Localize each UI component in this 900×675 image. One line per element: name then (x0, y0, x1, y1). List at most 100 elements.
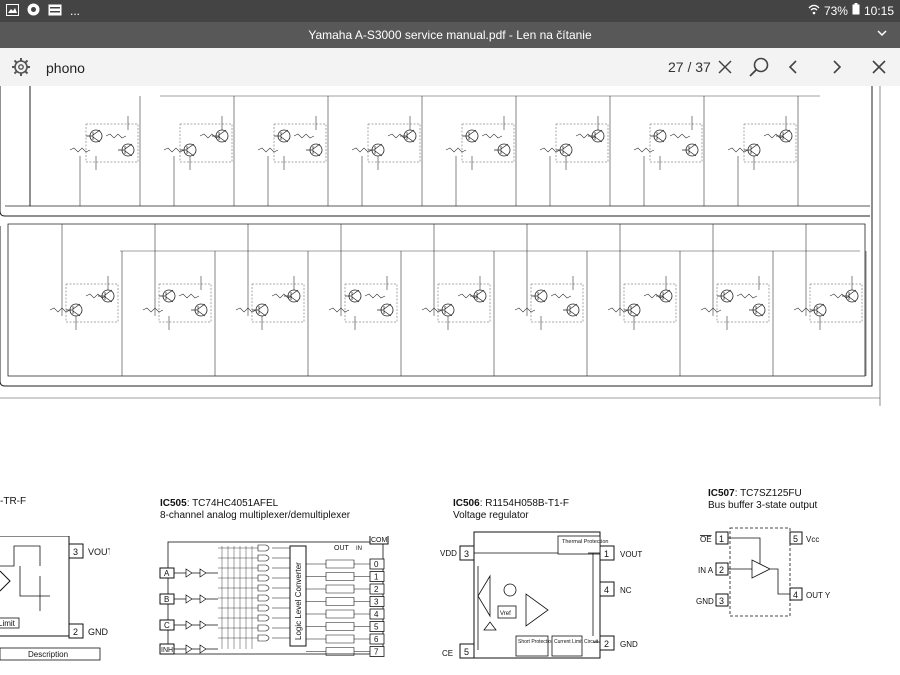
ic507-title: IC507: TC7SZ125FU (708, 488, 802, 499)
ic506-ce-label: CE (442, 649, 453, 658)
limit-label: Limit (0, 619, 16, 628)
keyboard-icon (48, 4, 62, 19)
ic505-channel-pin: 3 (374, 598, 379, 607)
transistor-package (437, 283, 491, 323)
ic506-pin2: 2 (604, 639, 609, 649)
document-title: Yamaha A-S3000 service manual.pdf - Len … (308, 28, 592, 42)
vout-label: VOUT (88, 547, 110, 557)
ic506-thermal-label: Thermal Protection (562, 539, 608, 545)
ic506-desc: Voltage regulator (453, 510, 529, 521)
pdf-page: -TR-F Limit 3 VOUT 2 GND Description IC5… (0, 86, 900, 675)
chevron-right-icon[interactable] (824, 54, 850, 80)
battery-percent: 73% (823, 3, 848, 18)
clear-icon[interactable] (712, 54, 738, 80)
ic505-pin-b: B (164, 595, 169, 604)
ic505-channel-pin: 7 (374, 648, 379, 657)
pin-3-label: 3 (73, 547, 78, 557)
ic506-vout-label: VOUT (620, 550, 642, 559)
ic505-logic-label: Logic Level Converter (294, 562, 303, 640)
match-counter: 27 / 37 (668, 59, 711, 75)
chrome-icon (27, 3, 40, 19)
ic506-gnd-label: GND (620, 640, 638, 649)
ic505-pin-com: COM (371, 537, 388, 544)
ic505-channel-pin: 6 (374, 635, 379, 644)
ic506-short-label: Short Protection Circuit (518, 639, 570, 645)
transistor-package (179, 123, 233, 163)
ic505-channel-pin: 2 (374, 585, 379, 594)
search-icon[interactable] (746, 54, 772, 80)
transistor-package (809, 283, 863, 323)
wifi-icon (808, 4, 820, 18)
ic507-pin4: 4 (793, 590, 798, 600)
ic505-channel-pin: 1 (374, 573, 379, 582)
transistor-package (649, 123, 703, 163)
ic507-outy-label: OUT Y (806, 591, 831, 600)
ic505-channel-pin: 5 (374, 623, 379, 632)
ic505-pin-a: A (164, 569, 170, 578)
ic506-pin4: 4 (604, 585, 609, 595)
ic505-channel-pin: 0 (374, 560, 379, 569)
gnd-label: GND (88, 627, 109, 637)
ic505-pin-c: C (164, 621, 170, 630)
ic507-in-label: IN A (698, 566, 714, 575)
close-icon[interactable] (866, 54, 892, 80)
ic506-current-label: Current Limit Circuit (554, 639, 599, 645)
ic505-pin-inh: INH (161, 647, 173, 654)
transistor-package (716, 283, 770, 323)
transistor-package (530, 283, 584, 323)
ic506-id: IC506 (453, 498, 480, 509)
ic505-diagram: A B C INH Logic Level Converter COM OUT … (159, 536, 389, 657)
transistor-package (555, 123, 609, 163)
ic505-id: IC505 (160, 498, 187, 509)
ic507-desc: Bus buffer 3-state output (708, 500, 818, 511)
ic507-pin3: 3 (719, 596, 724, 606)
ic507-part: : TC7SZ125FU (734, 488, 802, 499)
partial-ic-diagram: Limit 3 VOUT 2 GND Description (0, 536, 110, 661)
ic505-desc: 8-channel analog multiplexer/demultiplex… (160, 510, 351, 521)
ic506-diagram: VDD 3 1 VOUT 4 NC CE 5 2 GND Thermal Pro… (440, 531, 642, 659)
ic506-part: : R1154H058B-T1-F (479, 498, 569, 509)
ic507-vcc-label: Vcc (806, 535, 819, 544)
ic507-id: IC507 (708, 488, 735, 499)
transistor-package (623, 283, 677, 323)
transistor-package (461, 123, 515, 163)
transistor-package (65, 283, 119, 323)
ic505-in-label: IN (356, 546, 362, 552)
transistor-package (743, 123, 797, 163)
status-bar: ... 73% 10:15 (0, 0, 900, 22)
title-bar: Yamaha A-S3000 service manual.pdf - Len … (0, 22, 900, 48)
pin-2-label: 2 (73, 627, 78, 637)
transistor-package (344, 283, 398, 323)
description-header: Description (28, 650, 68, 659)
status-more: ... (70, 4, 81, 18)
ic506-pin3: 3 (464, 549, 469, 559)
transistor-package (367, 123, 421, 163)
ic505-title: IC505: TC74HC4051AFEL (160, 498, 278, 509)
ic507-gnd-label: GND (696, 597, 714, 606)
ic507-pin5: 5 (793, 534, 798, 544)
partial-ic-title: -TR-F (0, 496, 27, 507)
clock: 10:15 (863, 3, 894, 18)
ic507-pin2: 2 (719, 565, 724, 575)
transistor-package (158, 283, 212, 323)
ic506-nc-label: NC (620, 586, 632, 595)
ic506-pin5: 5 (464, 647, 469, 657)
ic507-oe-label: OE (700, 535, 712, 544)
image-icon (6, 3, 19, 19)
search-input[interactable] (44, 56, 608, 80)
ic507-pin1: 1 (719, 534, 724, 544)
transistor-package (85, 123, 139, 163)
transistor-package (251, 283, 305, 323)
gear-icon[interactable] (10, 56, 32, 78)
chevron-left-icon[interactable] (780, 54, 806, 80)
ic505-part: : TC74HC4051AFEL (186, 498, 279, 509)
ic506-title: IC506: R1154H058B-T1-F (453, 498, 569, 509)
ic505-out-label: OUT (334, 545, 350, 552)
ic506-vref-label: Vref (500, 611, 511, 617)
transistor-package (273, 123, 327, 163)
battery-icon (852, 3, 860, 18)
chevron-down-icon[interactable] (876, 26, 888, 42)
ic506-vdd-label: VDD (440, 549, 457, 558)
ic507-diagram: OE 1 IN A 2 GND 3 5 Vcc 4 OUT Y (696, 527, 831, 617)
ic506-pin1: 1 (604, 549, 609, 559)
